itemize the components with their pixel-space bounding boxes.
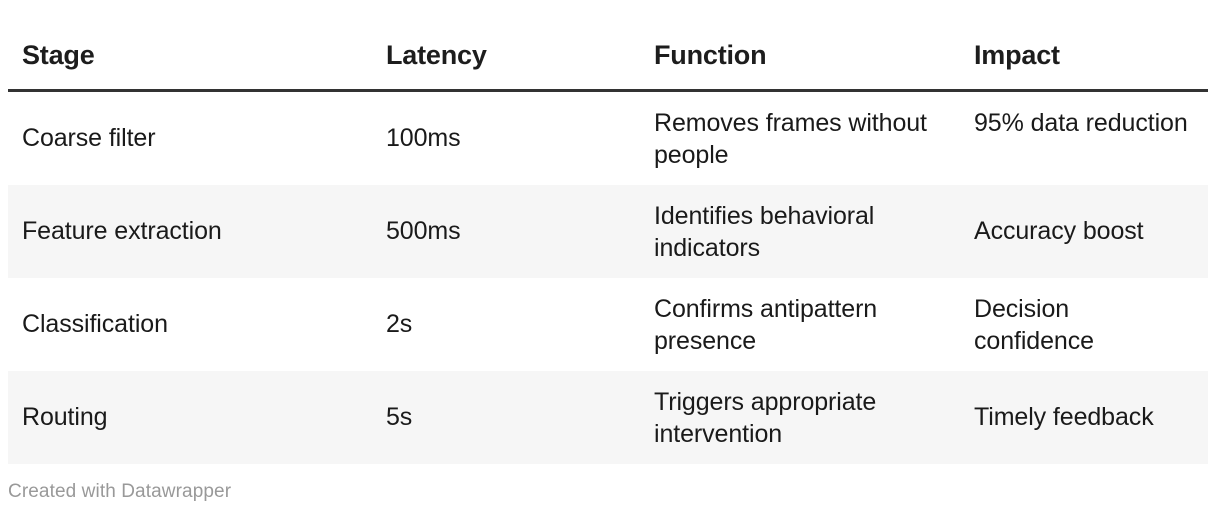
cell-function: Triggers appropriate intervention (640, 370, 960, 464)
table-row: Feature extraction 500ms Identifies beha… (8, 184, 1208, 278)
cell-impact: Accuracy boost (960, 184, 1208, 278)
cell-function: Removes frames without people (654, 108, 927, 169)
datawrapper-credit[interactable]: Created with Datawrapper (8, 481, 232, 502)
cell-impact: 95% data reduction (974, 108, 1188, 137)
cell-function: Identifies behavioral indicators (640, 184, 960, 278)
table-row: Coarse filter 100ms Removes frames witho… (8, 90, 1208, 185)
cell-latency: 5s (372, 370, 640, 464)
cell-function: Confirms antipattern presence (654, 294, 878, 355)
cell-stage: Classification (22, 310, 168, 338)
column-header-stage[interactable]: Stage (8, 0, 372, 92)
table-row: Classification 2s Confirms antipattern p… (8, 278, 1208, 371)
cell-impact: Timely feedback (960, 370, 1208, 464)
column-header-impact[interactable]: Impact (960, 0, 1208, 92)
table-row: Routing 5s Triggers appropriate interven… (8, 370, 1208, 464)
table-header-row: Stage Latency Function Impact (8, 0, 1208, 92)
cell-stage: Feature extraction (8, 184, 372, 278)
table-header: Stage Latency Function Impact (8, 0, 1208, 92)
column-header-function[interactable]: Function (640, 0, 960, 92)
data-table: Stage Latency Function Impact Coarse fil… (8, 0, 1208, 464)
table-body: Coarse filter 100ms Removes frames witho… (8, 90, 1208, 464)
cell-latency: 500ms (372, 184, 640, 278)
cell-impact: Decision confidence (974, 294, 1094, 355)
cell-latency: 2s (386, 310, 413, 338)
cell-stage: Coarse filter (22, 124, 156, 152)
cell-latency: 100ms (386, 124, 461, 152)
column-header-latency[interactable]: Latency (372, 0, 640, 92)
cell-stage: Routing (8, 370, 372, 464)
